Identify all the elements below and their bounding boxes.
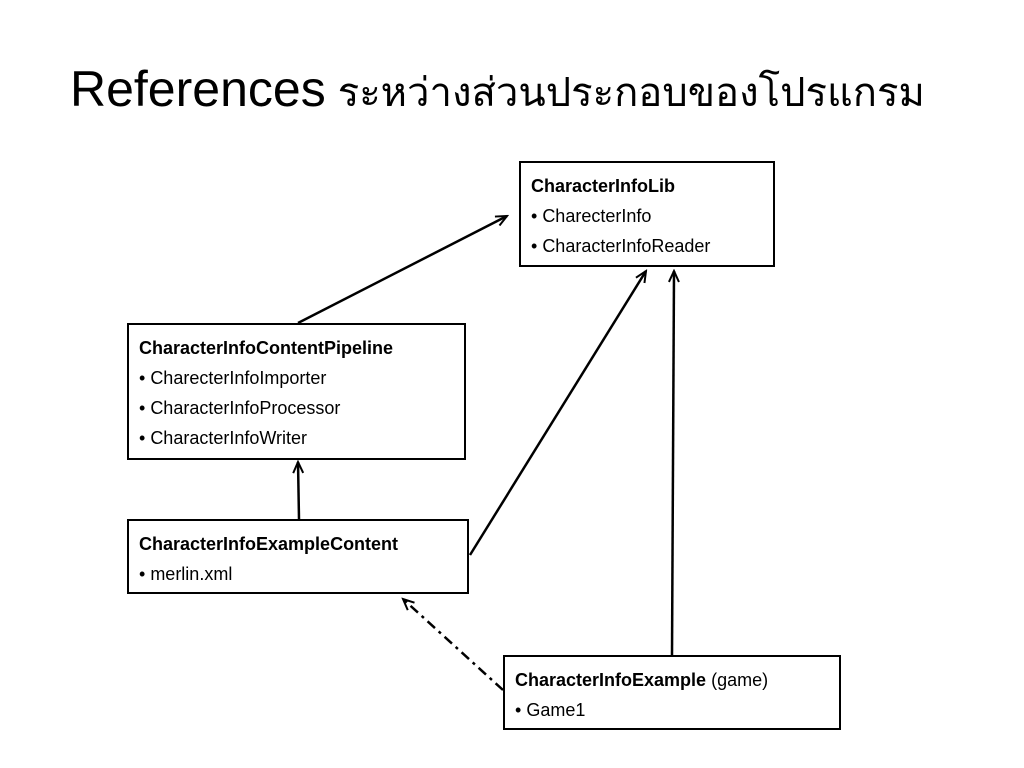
box-title: CharacterInfoExample [515,670,707,690]
list-item: CharacterInfoWriter [139,423,454,453]
box-item-list: Game1 [515,695,829,725]
arrow-game-to-lib [672,271,674,656]
box-characterinfoexample: CharacterInfoExample (game) Game1 [503,655,841,730]
box-title: CharacterInfoExampleContent [139,534,399,554]
title-english: References [70,61,326,117]
list-item: CharecterInfo [531,201,763,231]
box-characterinfolib: CharacterInfoLib CharecterInfo Character… [519,161,775,267]
list-item: merlin.xml [139,559,457,589]
box-item-list: CharecterInfo CharacterInfoReader [531,201,763,261]
list-item: Game1 [515,695,829,725]
box-title: CharacterInfoLib [531,176,676,196]
box-title-suffix: (game) [706,670,769,690]
box-item-list: CharecterInfoImporter CharacterInfoProce… [139,363,454,453]
box-characterinfoexamplecontent: CharacterInfoExampleContent merlin.xml [127,519,469,594]
box-title: CharacterInfoContentPipeline [139,338,394,358]
box-item-list: merlin.xml [139,559,457,589]
box-characterinfocontentpipeline: CharacterInfoContentPipeline CharecterIn… [127,323,466,460]
list-item: CharecterInfoImporter [139,363,454,393]
list-item: CharacterInfoReader [531,231,763,261]
arrow-pipeline-to-lib [297,214,507,325]
arrow-game-to-content-dashed [403,599,504,691]
box-title-row: CharacterInfoExample (game) [515,665,829,695]
title-thai: ระหว่างส่วนประกอบของโปรแกรม [337,70,925,116]
arrow-content-to-lib [468,271,646,556]
list-item: CharacterInfoProcessor [139,393,454,423]
arrow-content-to-pipeline [298,462,299,520]
